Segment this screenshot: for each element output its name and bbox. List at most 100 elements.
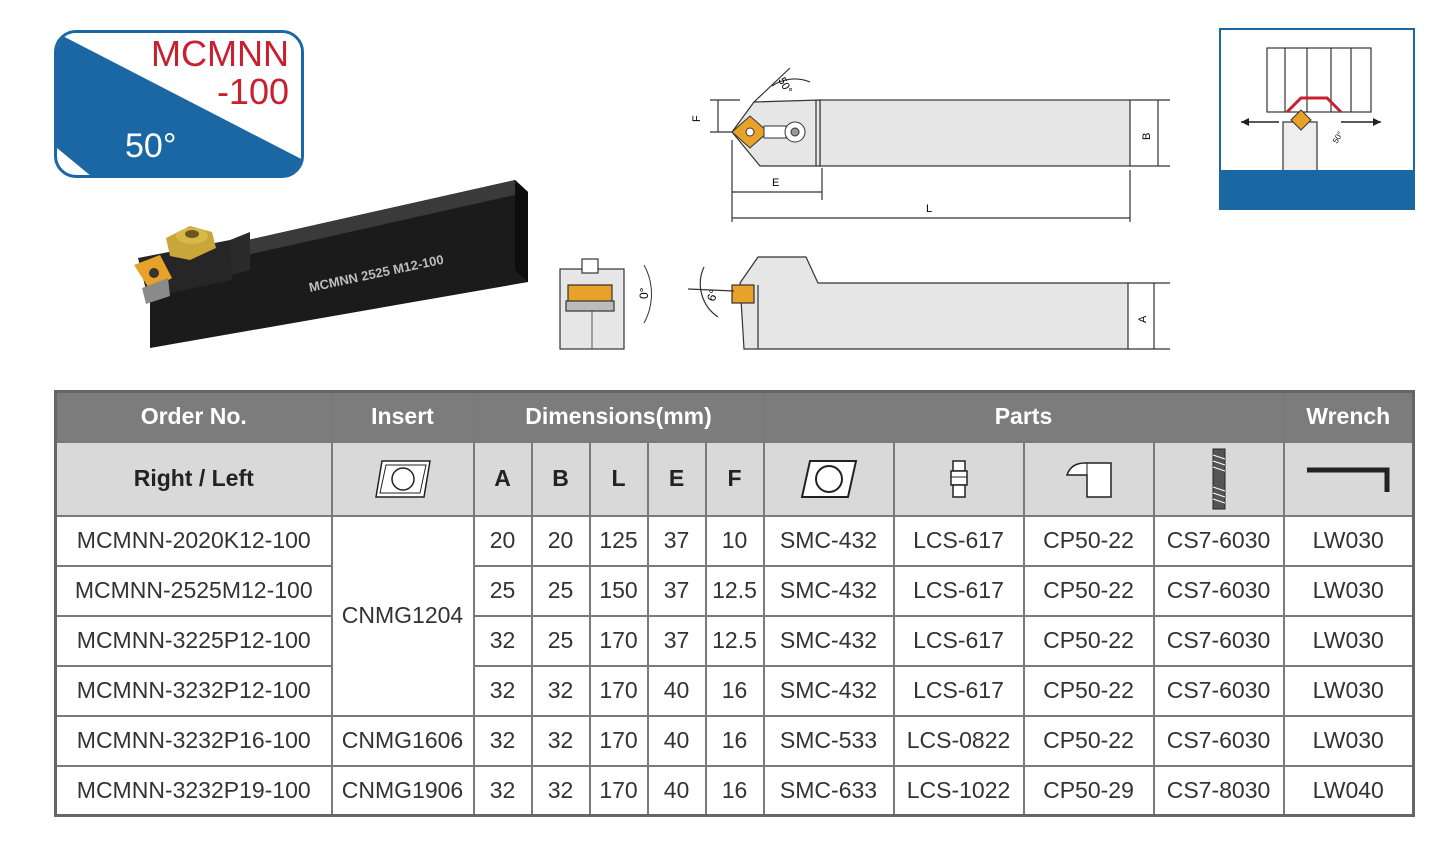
clamp-value: CP50-22 (1022, 664, 1155, 717)
screw-value: CS7-6030 (1152, 564, 1285, 617)
subheader-row: Right / Left A B L E F (54, 440, 1415, 517)
insert-value: CNMG1204 (330, 514, 475, 717)
insert-value: CNMG1606 (330, 714, 475, 767)
screw-value: CS7-6030 (1152, 664, 1285, 717)
subheader-l: L (588, 440, 649, 517)
order-number: MCMNN-3232P19-100 (54, 764, 333, 817)
dim-a-value: 25 (472, 564, 533, 617)
dim-f-value: 16 (704, 714, 765, 767)
shim-value: SMC-432 (762, 614, 895, 667)
top-view-drawing: 50° F B E L (691, 67, 1170, 222)
dim-l-value: 170 (588, 714, 649, 767)
wrench-value: LW030 (1282, 714, 1415, 767)
shim-value: SMC-432 (762, 514, 895, 567)
wrench-value: LW030 (1282, 514, 1415, 567)
dim-f-value: 12.5 (704, 564, 765, 617)
dim-e-label: E (772, 177, 779, 189)
screw-value: CS7-6030 (1152, 614, 1285, 667)
dim-e-value: 37 (646, 614, 707, 667)
dim-l-value: 150 (588, 564, 649, 617)
insert-value: CNMG1906 (330, 764, 475, 817)
pin-value: LCS-617 (892, 514, 1025, 567)
badge-background (57, 33, 301, 175)
spec-table: Order No. Insert Dimensions(mm) Parts Wr… (54, 390, 1415, 817)
wrench-value: LW040 (1282, 764, 1415, 817)
pin-value: LCS-617 (892, 564, 1025, 617)
dim-a-value: 32 (472, 764, 533, 817)
clamp-value: CP50-29 (1022, 764, 1155, 817)
wrench-value: LW030 (1282, 564, 1415, 617)
dim-l-value: 125 (588, 514, 649, 567)
header-insert: Insert (330, 390, 475, 443)
header-wrench: Wrench (1282, 390, 1415, 443)
screw-value: CS7-8030 (1152, 764, 1285, 817)
pin-value: LCS-617 (892, 614, 1025, 667)
order-number: MCMNN-2020K12-100 (54, 514, 333, 567)
badge-angle: 50° (125, 127, 177, 165)
dim-l-value: 170 (588, 664, 649, 717)
subheader-f: F (704, 440, 765, 517)
dim-f-label: F (691, 115, 703, 122)
inset-bar (1221, 170, 1413, 208)
subheader-e: E (646, 440, 707, 517)
subheader-a: A (472, 440, 533, 517)
dim-a-value: 32 (472, 714, 533, 767)
dim-b-value: 25 (530, 564, 591, 617)
clamp-screw-icon (1152, 440, 1285, 517)
dim-e-value: 40 (646, 714, 707, 767)
wrench-icon (1282, 440, 1415, 517)
insert-icon (330, 440, 475, 517)
pin-value: LCS-1022 (892, 764, 1025, 817)
dim-l-value: 170 (588, 764, 649, 817)
pin-value: LCS-617 (892, 664, 1025, 717)
header-order-no: Order No. (54, 390, 333, 443)
dim-b-value: 25 (530, 614, 591, 667)
header-parts: Parts (762, 390, 1285, 443)
wrench-value: LW030 (1282, 614, 1415, 667)
dim-a-value: 32 (472, 664, 533, 717)
shim-value: SMC-432 (762, 564, 895, 617)
dim-f-value: 10 (704, 514, 765, 567)
dim-a-value: 32 (472, 614, 533, 667)
side-angle-label: 6° (704, 287, 721, 303)
dim-b-value: 32 (530, 714, 591, 767)
order-number: MCMNN-3232P16-100 (54, 714, 333, 767)
dim-f-value: 16 (704, 764, 765, 817)
dim-b-value: 20 (530, 514, 591, 567)
dim-a-value: 20 (472, 514, 533, 567)
table-row: MCMNN-3232P12-100 32 32 170 40 16 SMC-43… (54, 664, 1415, 717)
header-dimensions: Dimensions(mm) (472, 390, 765, 443)
front-angle-label: 0° (637, 287, 651, 299)
dim-e-value: 37 (646, 564, 707, 617)
dim-b-value: 32 (530, 664, 591, 717)
order-number: MCMNN-3232P12-100 (54, 664, 333, 717)
application-diagram: 50° (1219, 28, 1415, 210)
table-row: MCMNN-2525M12-100 25 25 150 37 12.5 SMC-… (54, 564, 1415, 617)
clamp-value: CP50-22 (1022, 514, 1155, 567)
order-number: MCMNN-2525M12-100 (54, 564, 333, 617)
side-view-drawing: 6° A (687, 256, 1170, 350)
screw-value: CS7-6030 (1152, 514, 1285, 567)
dim-f-value: 16 (704, 664, 765, 717)
shim-value: SMC-533 (762, 714, 895, 767)
dim-e-value: 37 (646, 514, 707, 567)
shim-value: SMC-432 (762, 664, 895, 717)
table-row: MCMNN-3225P12-100 32 25 170 37 12.5 SMC-… (54, 614, 1415, 667)
table-row: MCMNN-2020K12-100 CNMG1204 20 20 125 37 … (54, 514, 1415, 717)
screw-value: CS7-6030 (1152, 714, 1285, 767)
application-sketch: 50° (1241, 47, 1381, 181)
series-badge: MCMNN -100 50° (54, 30, 304, 178)
dim-a-label: A (1137, 315, 1149, 323)
dim-b-value: 32 (530, 764, 591, 817)
dim-l-value: 170 (588, 614, 649, 667)
header-row: Order No. Insert Dimensions(mm) Parts Wr… (54, 390, 1415, 443)
shim-pin-icon (892, 440, 1025, 517)
subheader-right-left: Right / Left (54, 440, 333, 517)
table-row: MCMNN-3232P16-100 CNMG1606 32 32 170 40 … (54, 714, 1415, 767)
badge-model-line1: MCMNN (151, 33, 289, 74)
badge-model-line2: -100 (216, 71, 289, 112)
shim-value: SMC-633 (762, 764, 895, 817)
clamp-value: CP50-22 (1022, 714, 1155, 767)
dim-f-value: 12.5 (704, 614, 765, 667)
dim-b-label: B (1141, 133, 1153, 140)
